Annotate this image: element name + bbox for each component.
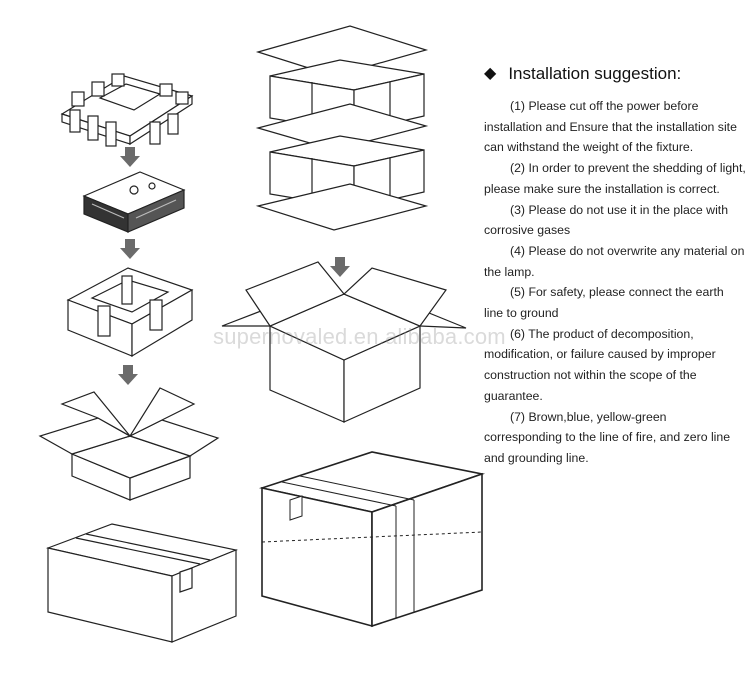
- diamond-icon: ◆: [484, 65, 497, 82]
- closed-small-box: [45, 523, 239, 643]
- instruction-step-6: (6) The product of decomposition, modifi…: [484, 326, 716, 403]
- instruction-step-5: (5) For safety, please connect the earth…: [484, 285, 724, 321]
- down-arrow-2: [120, 239, 140, 259]
- large-open-carton: [221, 261, 467, 423]
- instruction-step-4: (4) Please do not overwrite any material…: [484, 243, 745, 279]
- instruction-step-3: (3) Please do not use it in the place wi…: [484, 202, 729, 238]
- down-arrow-3: [118, 365, 138, 385]
- section-heading: Installation suggestion:: [508, 64, 682, 83]
- watermark-text: supernovaled.en.alibaba.com: [213, 324, 506, 349]
- foam-tray-top: [60, 73, 194, 147]
- large-closed-carton: [258, 451, 486, 628]
- small-open-box: [38, 387, 220, 501]
- down-arrow-1: [120, 147, 140, 167]
- heading-row: ◆ Installation suggestion:: [484, 64, 746, 84]
- instruction-step-2: (2) In order to prevent the shedding of …: [484, 161, 746, 196]
- down-arrow-4: [330, 257, 350, 277]
- instruction-step-7: (7) Brown,blue, yellow-green correspondi…: [484, 409, 731, 465]
- instruction-step-1: (1) Please cut off the power before inst…: [484, 99, 737, 155]
- installation-instructions: ◆ Installation suggestion: (1) Please cu…: [484, 64, 746, 469]
- carton-stack: [255, 25, 429, 231]
- foam-tray-bottom: [66, 267, 194, 358]
- lamp-module: [82, 171, 186, 233]
